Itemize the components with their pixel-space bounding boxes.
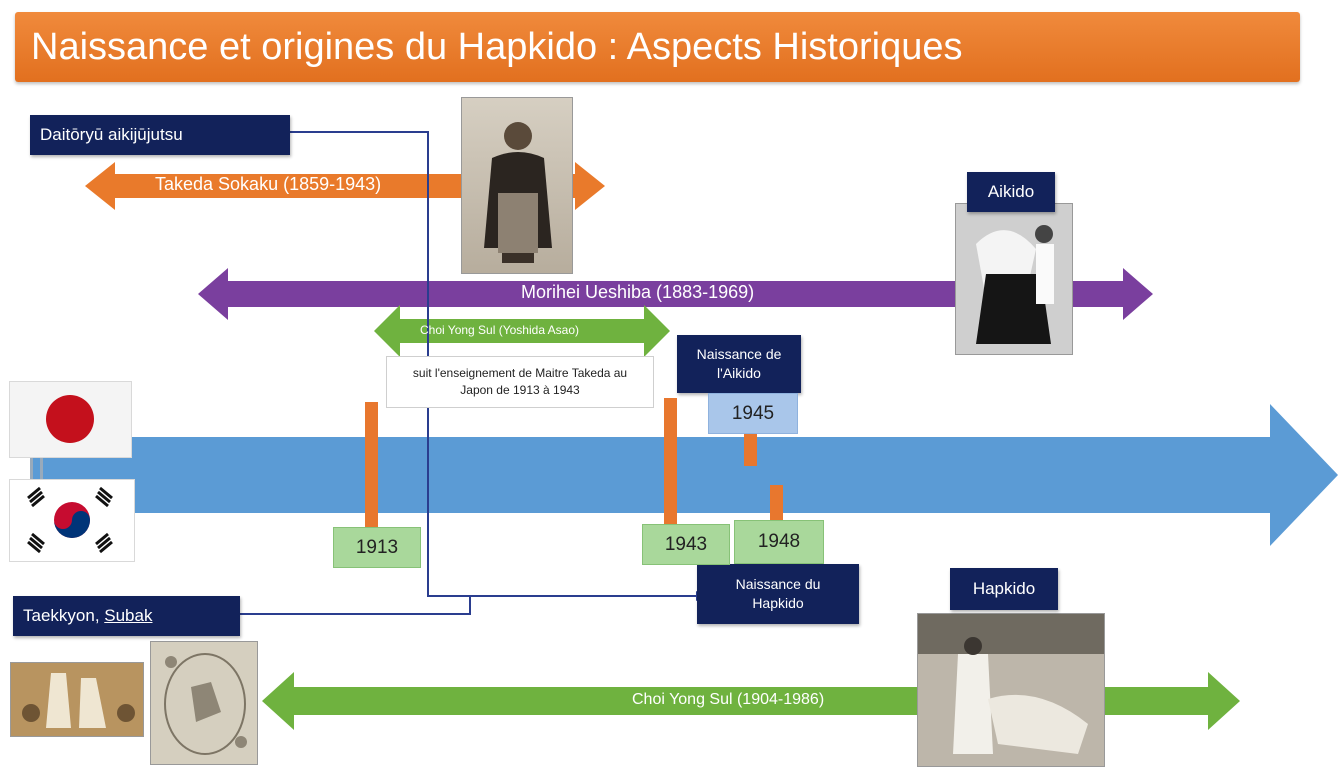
daito-label: Daitōryū aikijūjutsu [30, 115, 290, 155]
taekkyon-label: Taekkyon, Subak [13, 596, 240, 636]
takeda-teaching-note: suit l'enseignement de Maitre Takeda au … [386, 356, 654, 408]
ueshiba-arrow [198, 268, 1153, 320]
choi-short-arrow-label: Choi Yong Sul (Yoshida Asao) [420, 323, 580, 337]
taekkyon-text: Taekkyon, [23, 606, 105, 625]
naissance-aikido-label: Naissance de l'Aikido [677, 335, 801, 393]
ueshiba-arrow-label: Morihei Ueshiba (1883-1969) [521, 282, 755, 302]
hapkido-label: Hapkido [950, 568, 1058, 610]
flag-pole [40, 458, 43, 482]
year-1943: 1943 [642, 524, 730, 565]
aikido-label: Aikido [967, 172, 1055, 212]
japan-flag-icon [9, 381, 132, 458]
choi-long-arrow [262, 672, 1240, 730]
taekkyon-photo [10, 662, 144, 737]
hapkido-photo [917, 613, 1105, 767]
page-title: Naissance et origines du Hapkido : Aspec… [15, 12, 1300, 82]
subak-photo [150, 641, 258, 765]
korea-flag-icon [9, 479, 135, 562]
year-1948: 1948 [734, 520, 824, 564]
takeda-arrow-label: Takeda Sokaku (1859-1943) [155, 174, 382, 194]
year-1945: 1945 [708, 393, 798, 434]
flag-pole [30, 458, 33, 482]
subak-link[interactable]: Subak [104, 606, 153, 625]
marker-1943 [664, 398, 677, 526]
naissance-hapkido-label: Naissance du Hapkido [697, 564, 859, 624]
year-1913: 1913 [333, 527, 421, 568]
choi-long-arrow-label: Choi Yong Sul (1904-1986) [632, 691, 825, 708]
aikido-photo [955, 203, 1073, 355]
marker-1913 [365, 402, 378, 527]
main-timeline-arrow [30, 404, 1338, 546]
choi-short-arrow [374, 305, 670, 357]
takeda-photo [461, 97, 573, 274]
marker-1948 [770, 485, 783, 520]
marker-1945 [744, 434, 757, 466]
